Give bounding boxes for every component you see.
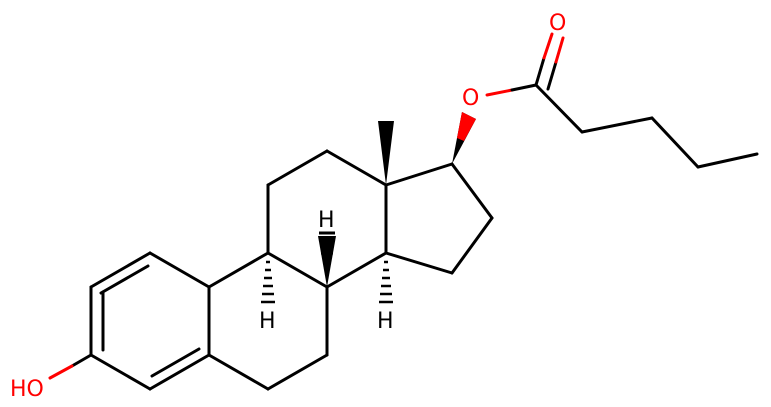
h-c9-label: H bbox=[259, 309, 276, 334]
ester-wedge-red bbox=[457, 112, 476, 141]
ester-chain bbox=[485, 32, 759, 169]
hydroxyl-bond bbox=[48, 353, 93, 380]
hydroxyl-label: HO bbox=[10, 377, 44, 402]
h-c14-label: H bbox=[377, 309, 394, 334]
carbonyl-oxygen-label: O bbox=[549, 11, 566, 36]
ester-oxygen-label: O bbox=[462, 86, 479, 111]
h-c8-label: H bbox=[318, 208, 335, 233]
wedge-c8 bbox=[318, 236, 336, 287]
ring-a-aromatic bbox=[89, 251, 211, 391]
ring-b bbox=[207, 251, 329, 391]
hash-bond-c14 bbox=[379, 260, 393, 304]
methyl-wedge bbox=[378, 121, 394, 185]
hash-bond-c9 bbox=[261, 260, 275, 304]
ring-c bbox=[266, 149, 388, 289]
ring-d bbox=[384, 162, 494, 275]
